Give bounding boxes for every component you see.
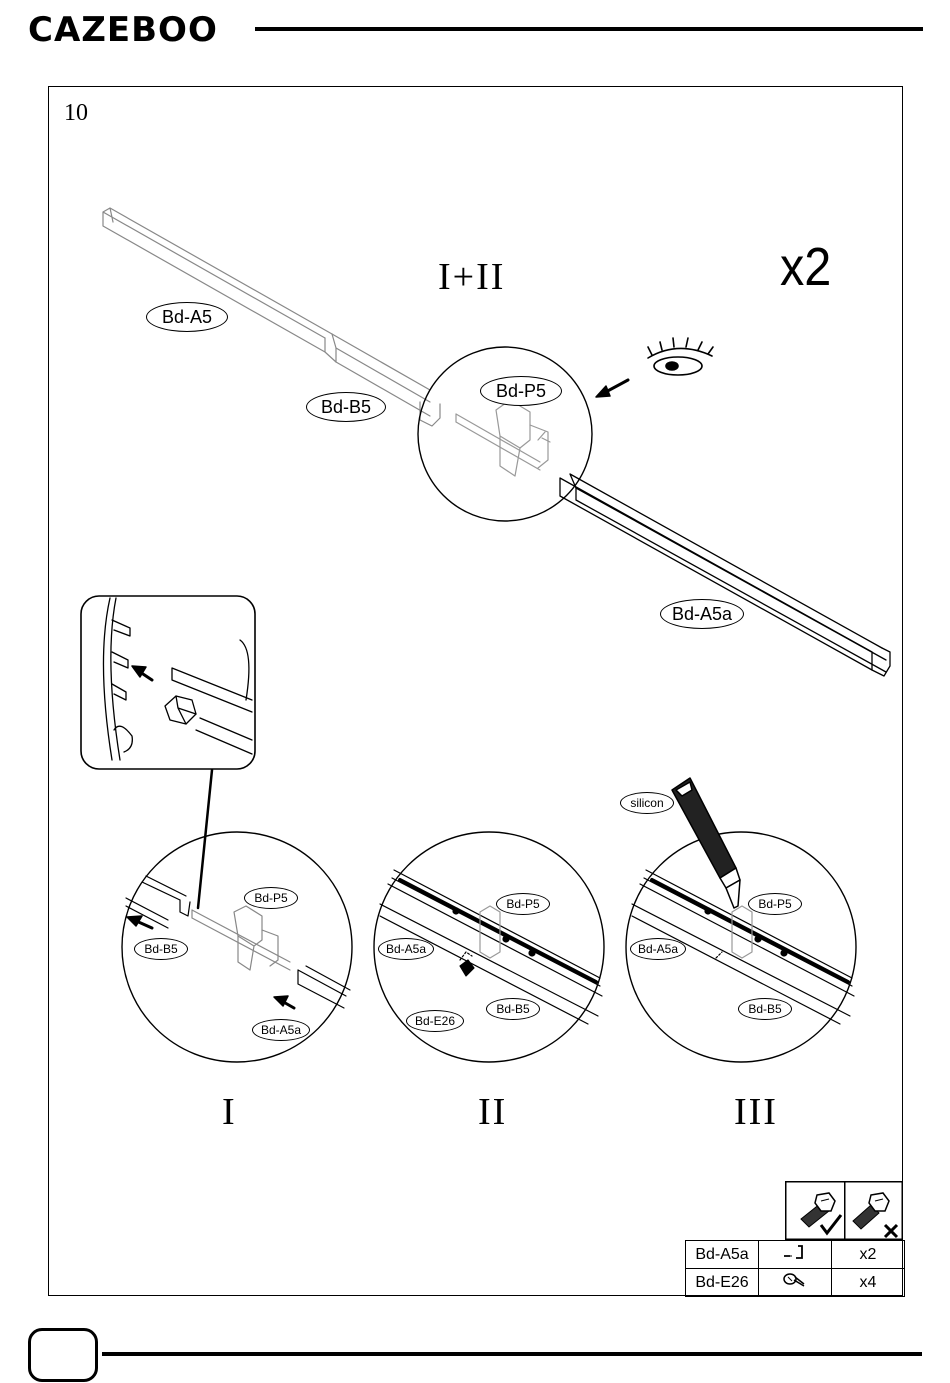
connector-bd-p5 [456, 400, 550, 476]
label-iii-bd-b5: Bd-B5 [738, 998, 792, 1020]
substep-ii-label: II [478, 1090, 507, 1134]
table-row: Bd-A5a x2 [686, 1241, 905, 1269]
rail-bd-a5a [560, 474, 890, 676]
substep-i-label: I [222, 1090, 237, 1134]
label-ii-bd-p5: Bd-P5 [496, 893, 550, 915]
substep-iii-label: III [734, 1090, 778, 1134]
label-bd-a5a: Bd-A5a [660, 599, 744, 629]
channel-profile-icon [759, 1241, 832, 1269]
part-qty: x4 [832, 1269, 905, 1297]
label-i-bd-p5: Bd-P5 [244, 887, 298, 909]
label-bd-p5: Bd-P5 [480, 376, 562, 406]
page-number-tab [28, 1328, 98, 1382]
parts-table: Bd-A5a x2 Bd-E26 x4 [685, 1240, 905, 1297]
table-row: Bd-E26 x4 [686, 1269, 905, 1297]
eye-icon [648, 338, 713, 375]
part-code: Bd-A5a [686, 1241, 759, 1269]
tool-indicator [785, 1181, 903, 1240]
inset-leader-line [198, 770, 212, 908]
screw-icon [759, 1269, 832, 1297]
detail-circle-top [418, 347, 592, 521]
label-i-bd-b5: Bd-B5 [134, 938, 188, 960]
label-i-bd-a5a: Bd-A5a [252, 1019, 310, 1041]
footer-rule [102, 1352, 922, 1356]
part-qty: x2 [832, 1241, 905, 1269]
label-bd-b5: Bd-B5 [306, 392, 386, 422]
label-iii-bd-a5a: Bd-A5a [630, 938, 686, 960]
label-silicon: silicon [620, 792, 674, 814]
label-ii-bd-a5a: Bd-A5a [378, 938, 434, 960]
bolt-nut-cross-icon [853, 1193, 897, 1237]
zoom-inset-box [81, 596, 255, 769]
zoom-inset-detail [103, 598, 252, 760]
label-ii-bd-b5: Bd-B5 [486, 998, 540, 1020]
label-ii-bd-e26: Bd-E26 [406, 1010, 464, 1032]
bolt-nut-check-icon [801, 1193, 841, 1233]
label-iii-bd-p5: Bd-P5 [748, 893, 802, 915]
part-code: Bd-E26 [686, 1269, 759, 1297]
label-bd-a5: Bd-A5 [146, 302, 228, 332]
